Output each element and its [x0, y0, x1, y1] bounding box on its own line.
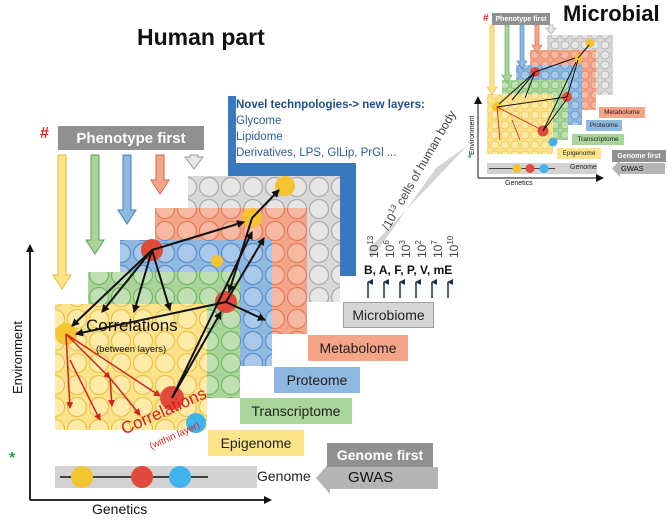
scale-value: 107 — [430, 240, 445, 258]
genome-first-label: Genome first — [327, 443, 433, 467]
y-axis-label: Environment — [10, 321, 25, 394]
inset-layer-label-genome: Genome — [570, 164, 597, 171]
novel-heading: Novel technpologies-> new layers: — [236, 99, 425, 111]
phenotype-arrows — [52, 154, 204, 290]
layer-label-microbiome: Microbiome — [343, 302, 434, 328]
novel-item: Derivatives, LPS, GlLip, PrGl ... — [236, 147, 397, 159]
novel-item: Lipidome — [236, 131, 283, 143]
within-layer-arrows — [65, 333, 161, 421]
layer-label-proteome: Proteome — [274, 367, 360, 393]
inset-hash-mark: # — [483, 13, 489, 24]
inset-phenotype-first-label: Phenotype first — [492, 13, 550, 25]
layer-label-metabolome: Metabolome — [308, 335, 408, 361]
inset-layer-label-metabolome: Metabolome — [599, 107, 645, 118]
gwas-arrow — [316, 462, 438, 494]
gwas-label: GWAS — [348, 469, 394, 486]
correlations-between-label: Correlations — [86, 316, 178, 335]
correlations-between-sublabel: (between layers) — [96, 344, 167, 355]
inset-microbial-diagram — [474, 24, 665, 182]
microbial-title: Microbial — [563, 1, 660, 26]
inset-x-axis-label: Genetics — [505, 180, 533, 187]
layer-plane-epigenome — [55, 304, 207, 430]
scale-value: 1013 — [366, 235, 381, 258]
inset-gwas-label: GWAS — [621, 164, 644, 173]
scale-value: 102 — [414, 240, 429, 258]
zoom-wedge — [368, 145, 468, 258]
phenotype-first-label: Phenotype first — [58, 126, 204, 150]
inset-genome-first-label: Genome first — [612, 150, 666, 162]
scale-arrows — [367, 279, 453, 298]
environment-star: * — [9, 450, 16, 467]
inset-layer-label-proteome: Proteome — [586, 120, 622, 131]
organism-codes: B, A, F, P, V, mE — [364, 263, 453, 277]
x-axis-label: Genetics — [92, 501, 148, 517]
scale-value: 103 — [398, 240, 413, 258]
inset-environment-star: * — [468, 153, 472, 163]
inset-y-axis-label: Environment — [469, 115, 476, 155]
layer-label-epigenome: Epigenome — [208, 430, 304, 456]
novel-layers-text: Novel technpologies-> new layers: Glycom… — [236, 95, 431, 163]
scale-value: 106 — [382, 240, 397, 258]
inset-layer-label-transcriptome: Transcriptome — [572, 134, 624, 145]
between-layer-arrows — [71, 189, 280, 399]
layer-label-genome: Genome — [257, 468, 311, 484]
inset-layer-label-epigenome: Epigenome — [557, 148, 601, 159]
layer-label-transcriptome: Transcriptome — [240, 398, 352, 424]
hash-mark: # — [40, 125, 49, 142]
scale-value: 1010 — [446, 235, 461, 258]
human-part-title: Human part — [137, 24, 265, 50]
novel-item: Glycome — [236, 115, 282, 127]
